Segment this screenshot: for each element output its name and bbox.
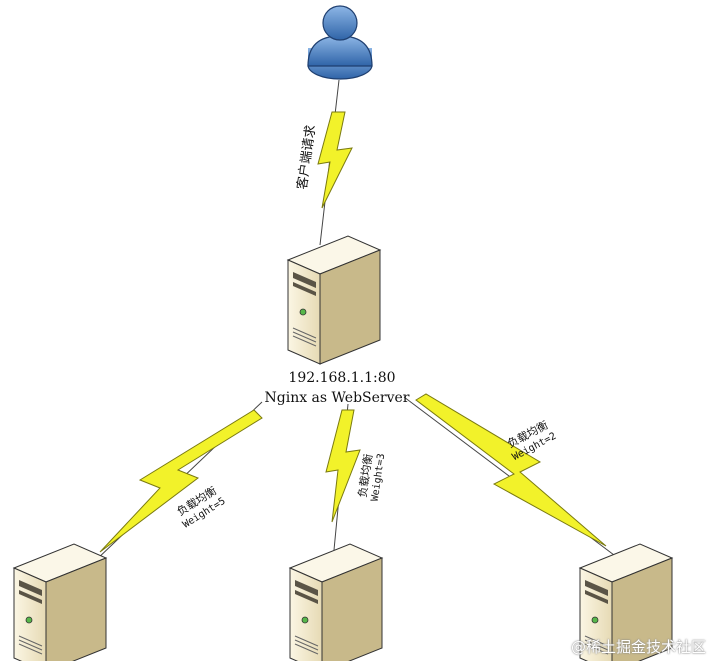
backend-server-1	[13, 543, 107, 661]
client-request-label: 客户端请求	[294, 124, 319, 191]
backend-server-2	[289, 543, 383, 661]
server-ip-label: 192.168.1.1:80	[288, 370, 395, 386]
server-icon	[287, 235, 381, 365]
lightning-icon	[99, 409, 263, 553]
user-icon	[307, 5, 373, 80]
main-server: 192.168.1.1:80 Nginx as WebServer	[265, 235, 410, 406]
server-icon	[289, 543, 383, 661]
lightning-icon	[415, 393, 607, 547]
backend-link-right: 负载均衡 Weight=2	[403, 393, 615, 556]
lightning-icon	[317, 111, 353, 209]
backend-link-left: 负载均衡 Weight=5	[93, 401, 263, 563]
server-role-label: Nginx as WebServer	[265, 390, 410, 406]
server-icon	[13, 543, 107, 661]
client-request-link: 客户端请求	[294, 79, 353, 246]
link-label: 负载均衡	[355, 453, 375, 499]
lightning-icon	[325, 409, 361, 523]
backend-link-center: 负载均衡 Weight=3	[325, 403, 387, 551]
watermark: @稀土掘金技术社区	[570, 638, 706, 656]
